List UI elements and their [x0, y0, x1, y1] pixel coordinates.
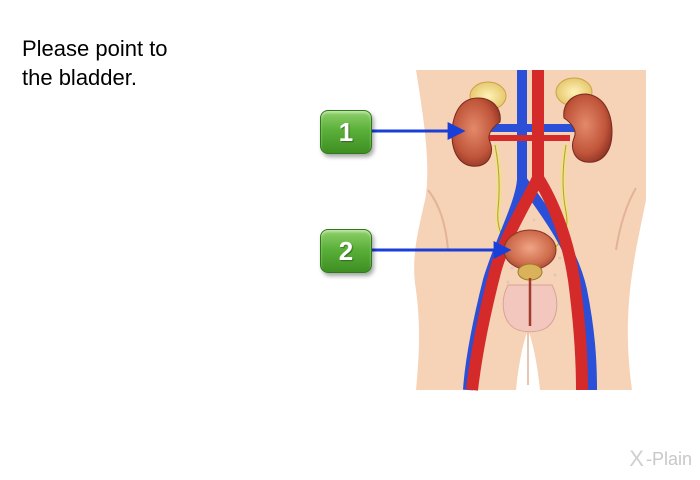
- prostate: [517, 263, 543, 281]
- xplain-logo-x: X: [629, 446, 644, 471]
- answer-button-1[interactable]: 1: [320, 110, 372, 154]
- right-kidney: [563, 93, 613, 163]
- prompt-line-2: the bladder.: [22, 65, 137, 90]
- right-iliac-artery: [532, 174, 588, 391]
- aorta: [466, 70, 544, 391]
- right-iliac-vein: [517, 177, 597, 391]
- answer-button-2[interactable]: 2: [320, 229, 372, 273]
- xplain-logo: X -Plain: [629, 446, 692, 472]
- prompt-line-1: Please point to: [22, 36, 168, 61]
- xplain-logo-text: -Plain: [645, 448, 692, 469]
- right-ureter-outline: [547, 144, 568, 253]
- question-prompt: Please point to the bladder.: [22, 34, 168, 92]
